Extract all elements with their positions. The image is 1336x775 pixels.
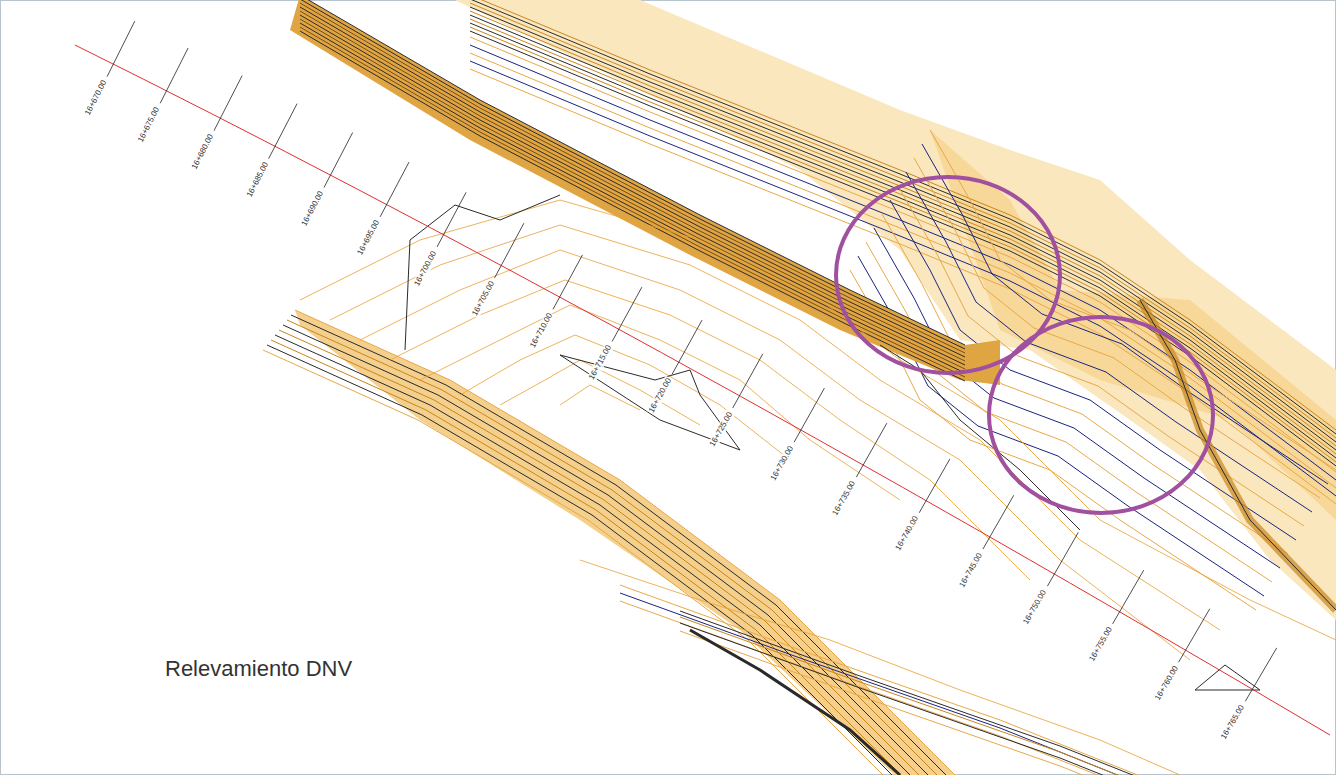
station-label: 16+750.00 (1021, 587, 1050, 627)
station-label: 16+745.00 (957, 550, 986, 590)
survey-caption: Relevamiento DNV (165, 656, 352, 682)
station-label: 16+760.00 (1152, 663, 1181, 703)
station-label: 16+685.00 (244, 160, 271, 200)
station-label: 16+700.00 (412, 248, 440, 288)
station-tick (553, 255, 583, 309)
station-tick (794, 388, 824, 442)
station-label: 16+675.00 (136, 105, 163, 145)
station-tick (107, 21, 135, 77)
station-tick (983, 495, 1014, 549)
station-label: 16+765.00 (1219, 702, 1248, 742)
station-tick (733, 354, 763, 408)
station-label: 16+720.00 (646, 375, 674, 415)
station-tick (160, 48, 188, 103)
station-label: 16+715.00 (587, 343, 615, 383)
station-tick (324, 133, 353, 188)
station-label: 16+690.00 (299, 189, 326, 229)
station-tick (612, 287, 642, 341)
station-tick (495, 223, 524, 278)
station-label: 16+730.00 (768, 443, 796, 483)
station-label: 16+755.00 (1086, 625, 1115, 665)
station-tick (214, 76, 242, 131)
station-tick (1245, 648, 1276, 701)
station-tick (1113, 570, 1144, 624)
station-label: 16+740.00 (893, 514, 921, 554)
station-tick (919, 459, 950, 513)
station-tick (856, 423, 887, 477)
station-tick (380, 162, 409, 217)
station-tick (269, 104, 298, 159)
station-label: 16+710.00 (528, 311, 556, 351)
station-tick (437, 192, 466, 247)
station-label: 16+680.00 (189, 132, 216, 172)
station-tick (1047, 532, 1078, 586)
station-label: 16+670.00 (83, 78, 110, 118)
station-label: 16+695.00 (355, 218, 383, 258)
station-tick (1179, 609, 1210, 663)
station-label: 16+735.00 (830, 478, 858, 518)
station-tick (672, 320, 702, 374)
